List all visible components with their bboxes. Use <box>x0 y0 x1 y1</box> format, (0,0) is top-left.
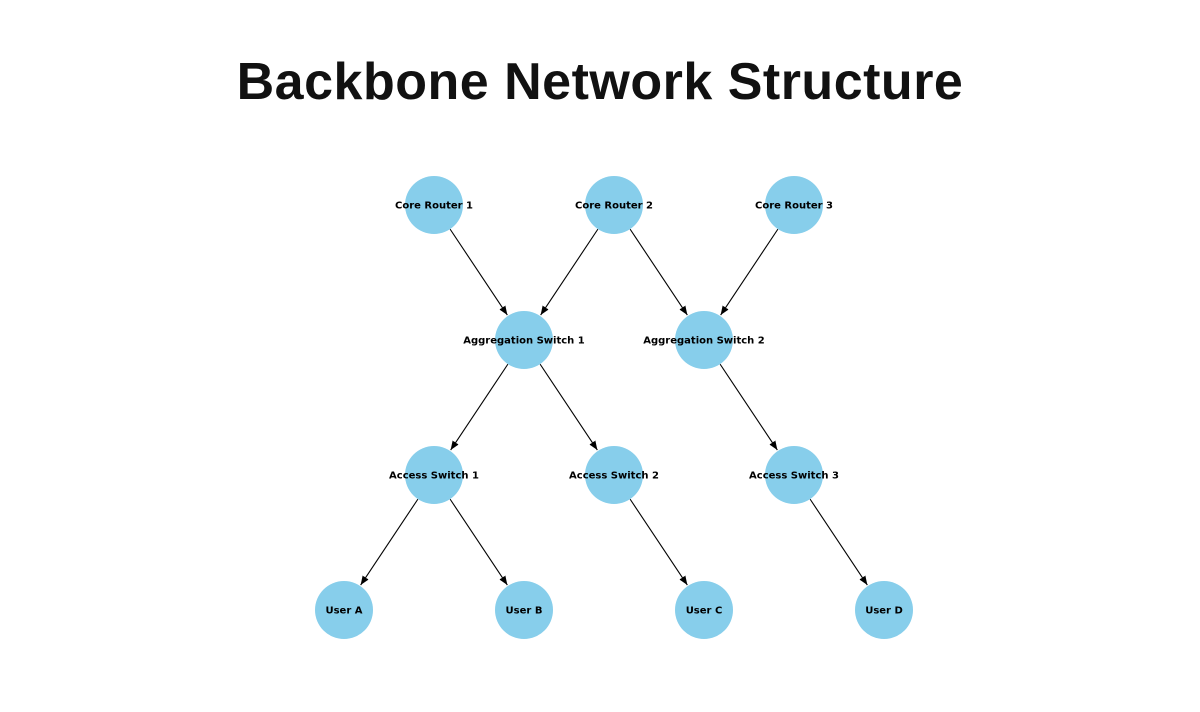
node-label: Core Router 2 <box>575 201 653 212</box>
edge-ag1-as1 <box>450 363 509 451</box>
node-label: Aggregation Switch 2 <box>643 336 765 347</box>
node-label: Access Switch 2 <box>569 471 659 482</box>
node-cr3[interactable]: Core Router 3 <box>755 176 833 234</box>
node-circle <box>585 446 643 504</box>
node-circle <box>495 311 553 369</box>
edge-as1-ua <box>360 498 419 586</box>
edge-cr1-ag1 <box>449 228 508 316</box>
node-circle <box>405 176 463 234</box>
node-circle <box>765 446 823 504</box>
node-uc[interactable]: User C <box>675 581 733 639</box>
node-circle <box>495 581 553 639</box>
node-ag1[interactable]: Aggregation Switch 1 <box>463 311 585 369</box>
node-as2[interactable]: Access Switch 2 <box>569 446 659 504</box>
node-label: Access Switch 1 <box>389 471 479 482</box>
node-label: Core Router 1 <box>395 201 473 212</box>
node-circle <box>585 176 643 234</box>
node-circle <box>675 581 733 639</box>
node-circle <box>675 311 733 369</box>
edge-cr2-ag2 <box>629 228 688 316</box>
node-label: User A <box>325 606 362 617</box>
node-label: User D <box>865 606 903 617</box>
node-label: User C <box>686 606 723 617</box>
edge-as1-ub <box>449 498 508 586</box>
edge-as2-uc <box>629 498 688 586</box>
node-circle <box>765 176 823 234</box>
node-circle <box>405 446 463 504</box>
node-label: Core Router 3 <box>755 201 833 212</box>
edge-as3-ud <box>809 498 868 586</box>
node-as3[interactable]: Access Switch 3 <box>749 446 839 504</box>
node-label: Aggregation Switch 1 <box>463 336 585 347</box>
edge-cr3-ag2 <box>720 228 779 316</box>
node-ub[interactable]: User B <box>495 581 553 639</box>
node-ag2[interactable]: Aggregation Switch 2 <box>643 311 765 369</box>
node-ud[interactable]: User D <box>855 581 913 639</box>
diagram-title: Backbone Network Structure <box>236 53 964 111</box>
node-as1[interactable]: Access Switch 1 <box>389 446 479 504</box>
edge-cr2-ag1 <box>540 228 599 316</box>
node-ua[interactable]: User A <box>315 581 373 639</box>
node-cr2[interactable]: Core Router 2 <box>575 176 653 234</box>
node-label: User B <box>506 606 543 617</box>
edge-ag2-as3 <box>719 363 778 451</box>
node-label: Access Switch 3 <box>749 471 839 482</box>
edge-ag1-as2 <box>539 363 598 451</box>
node-circle <box>315 581 373 639</box>
node-circle <box>855 581 913 639</box>
node-cr1[interactable]: Core Router 1 <box>395 176 473 234</box>
